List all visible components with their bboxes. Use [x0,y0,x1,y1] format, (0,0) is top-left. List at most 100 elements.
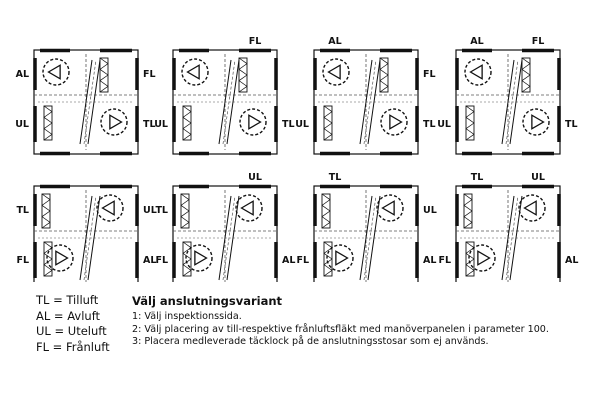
fan-housing [185,244,213,272]
heat-exchanger-left [501,59,515,145]
port-label-left-lower: UL [154,119,168,130]
heat-exchanger-center [83,59,97,145]
port-label-top-right: FL [532,36,545,47]
upper-fan-icon [181,58,209,86]
port-label-left-lower: FL [155,255,168,266]
fan-housing [326,244,354,272]
instruction-step-3: 3: Placera medleverade täcklock på de an… [132,336,489,347]
upper-fan-icon [96,194,124,222]
instruction-step-1: 1: Välj inspektionssida. [132,311,242,322]
lower-fan-icon [46,244,74,272]
heat-exchanger-right [367,59,381,145]
heat-exchanger-right [509,195,523,281]
port-label-left-lower: UL [295,119,309,130]
lower-fan-icon [239,108,267,136]
legend-item-al: AL = Avluft [36,308,101,323]
fan-direction-arrow [240,200,254,216]
fan-direction-arrow [523,200,537,216]
instructions: Välj anslutningsvariant 1: Välj inspekti… [132,293,592,349]
port-label-right-lower: AL [282,255,295,266]
port-label-right-lower: TL [423,119,436,130]
fan-direction-arrow [469,64,483,80]
instructions-title: Välj anslutningsvariant [132,294,283,308]
fan-direction-arrow [477,250,491,266]
heat-exchanger-center [222,195,236,281]
fan-direction-arrow [335,250,349,266]
upper-filter-pleats [379,57,389,93]
port-label-top-left: AL [470,36,483,47]
upper-filter-pleats [521,57,531,93]
fan-housing [464,58,492,86]
fan-housing [518,194,546,222]
port-label-left-lower: FL [438,255,451,266]
upper-fan-icon [464,58,492,86]
port-label-left-upper: AL [16,69,29,80]
fan-housing [322,58,350,86]
port-label-top-left: AL [328,36,341,47]
heat-exchanger-right [226,59,240,145]
port-label-right-lower: AL [143,255,156,266]
upper-filter-pleats [99,57,109,93]
fan-housing [380,108,408,136]
upper-fan-icon [322,58,350,86]
lower-fan-icon [326,244,354,272]
fan-housing [42,58,70,86]
heat-exchanger-left [79,59,93,145]
upper-filter-pleats [180,193,190,229]
upper-fan-icon [235,194,263,222]
port-label-left-upper: TL [155,205,168,216]
instruction-step-2: 2: Välj placering av till-respektive frå… [132,323,549,335]
connection-variant-4: UL TL AL FL [437,36,578,156]
port-label-right-upper: UL [423,205,437,216]
port-label-top-right: UL [531,172,545,183]
heat-exchanger-left [79,195,93,281]
heat-exchanger-left [359,195,373,281]
fan-direction-arrow [55,250,69,266]
port-label-right-lower: TL [565,119,578,130]
heat-exchanger-right [87,59,101,145]
heat-exchanger-center [505,59,519,145]
lower-filter-pleats [43,105,53,141]
fan-housing [235,194,263,222]
heat-exchanger-left [218,195,232,281]
port-label-top-right: FL [249,36,262,47]
upper-fan-icon [376,194,404,222]
fan-direction-arrow [327,64,341,80]
upper-fan-icon [42,58,70,86]
fan-direction-arrow [47,64,61,80]
heat-exchanger-left [501,195,515,281]
fan-housing [46,244,74,272]
port-label-right-lower: TL [143,119,156,130]
port-label-left-lower: FL [16,255,29,266]
port-label-top-right: UL [248,172,262,183]
legend-item-tl: TL = Tilluft [36,293,99,307]
lower-filter-pleats [465,105,475,141]
fan-housing [100,108,128,136]
fan-direction-arrow [531,114,545,130]
connection-variant-3: UL FL TL AL [295,36,436,156]
fan-housing [376,194,404,222]
port-label-right-upper: FL [423,69,436,80]
connection-variant-6: TL FL AL UL [155,172,295,282]
lower-fan-icon [100,108,128,136]
port-label-left-lower: UL [437,119,451,130]
heat-exchanger-right [226,195,240,281]
port-label-left-upper: TL [16,205,29,216]
upper-filter-pleats [41,193,51,229]
port-label-top-left: TL [471,172,484,183]
port-label-left-lower: UL [15,119,29,130]
lower-fan-icon [468,244,496,272]
port-label-right-lower: AL [565,255,578,266]
connection-variant-8: FL AL TL UL [438,172,578,282]
upper-fan-icon [518,194,546,222]
heat-exchanger-center [222,59,236,145]
lower-filter-pleats [323,105,333,141]
fan-direction-arrow [186,64,200,80]
port-label-right-upper: FL [143,69,156,80]
heat-exchanger-center [83,195,97,281]
heat-exchanger-center [363,195,377,281]
fan-direction-arrow [194,250,208,266]
heat-exchanger-right [509,59,523,145]
